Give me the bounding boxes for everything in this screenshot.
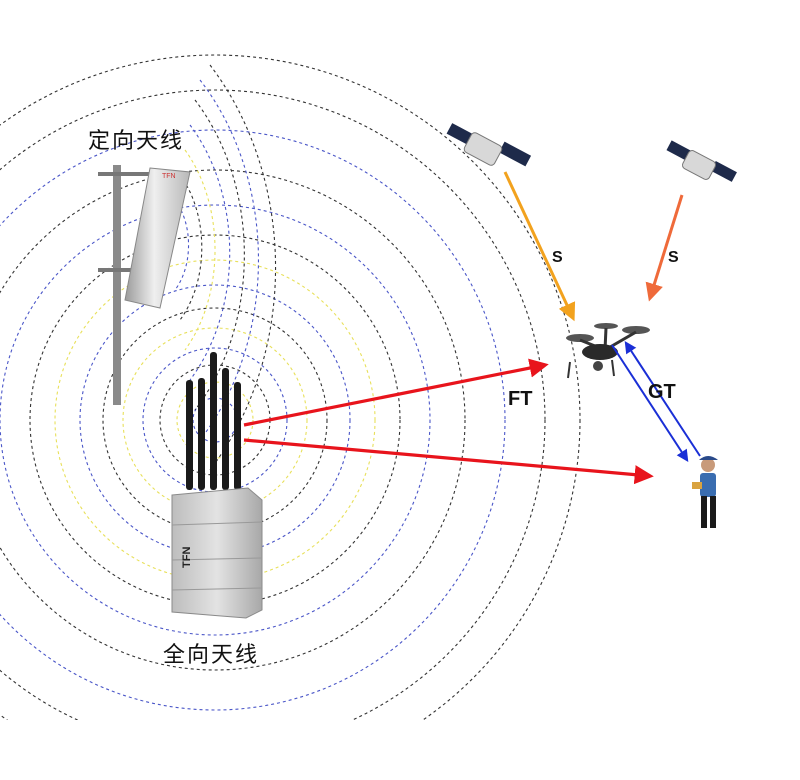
beam-arc — [184, 149, 216, 351]
satellite-link-right — [645, 194, 684, 302]
beam-arc — [189, 124, 231, 381]
wave-ring — [0, 54, 581, 720]
satellite-link-left — [503, 171, 576, 322]
satellite-body — [463, 132, 503, 166]
operator-head — [701, 458, 715, 472]
beam-arc — [174, 199, 190, 291]
satellite-right — [666, 140, 737, 182]
satellite-right-label: S — [668, 249, 679, 266]
operator-torso — [700, 473, 716, 497]
gt-label: GT — [648, 381, 676, 403]
solar-panel — [446, 123, 474, 145]
ft-label: FT — [508, 388, 532, 410]
antenna-pole — [113, 165, 121, 405]
omni-antenna-label: 全向天线 — [163, 643, 259, 668]
wave-ring — [54, 259, 376, 581]
antenna-rod — [198, 378, 205, 490]
solar-panel — [666, 140, 692, 161]
gt-link-up — [624, 340, 701, 457]
antenna-rod — [210, 352, 217, 490]
directional-antenna-label: 定向天线 — [88, 129, 184, 154]
solar-panel — [710, 160, 737, 182]
antenna-rod — [222, 368, 229, 490]
wave-ring — [0, 89, 546, 720]
antenna-rod — [186, 380, 193, 490]
wave-ring — [0, 204, 431, 636]
satellite-left-label: S — [552, 249, 563, 266]
wave-ring — [0, 129, 506, 711]
antenna-rod — [234, 382, 241, 490]
wave-ring — [176, 381, 254, 459]
ground-operator — [692, 456, 718, 528]
directional-panel-antenna: TFN — [98, 165, 191, 405]
drone-body — [582, 344, 618, 360]
satellite-left — [446, 123, 532, 167]
gt-link-down — [611, 344, 689, 463]
wave-ring — [142, 347, 288, 493]
wave-ring — [0, 169, 466, 671]
satellite-body — [681, 150, 717, 180]
ft-link-operator — [243, 438, 654, 485]
enclosure-body — [171, 487, 263, 619]
box-brand-mark: TFN — [181, 547, 193, 568]
beam-arc — [194, 99, 245, 411]
beam-arc — [209, 64, 277, 471]
drone — [566, 323, 650, 379]
panel-brand-mark: TFN — [162, 173, 176, 180]
omni-antenna-unit: TFN — [171, 352, 263, 619]
solar-panel — [498, 141, 532, 167]
panel-body — [124, 167, 191, 309]
ft-link-drone — [243, 358, 549, 427]
beam-arc — [179, 174, 203, 321]
